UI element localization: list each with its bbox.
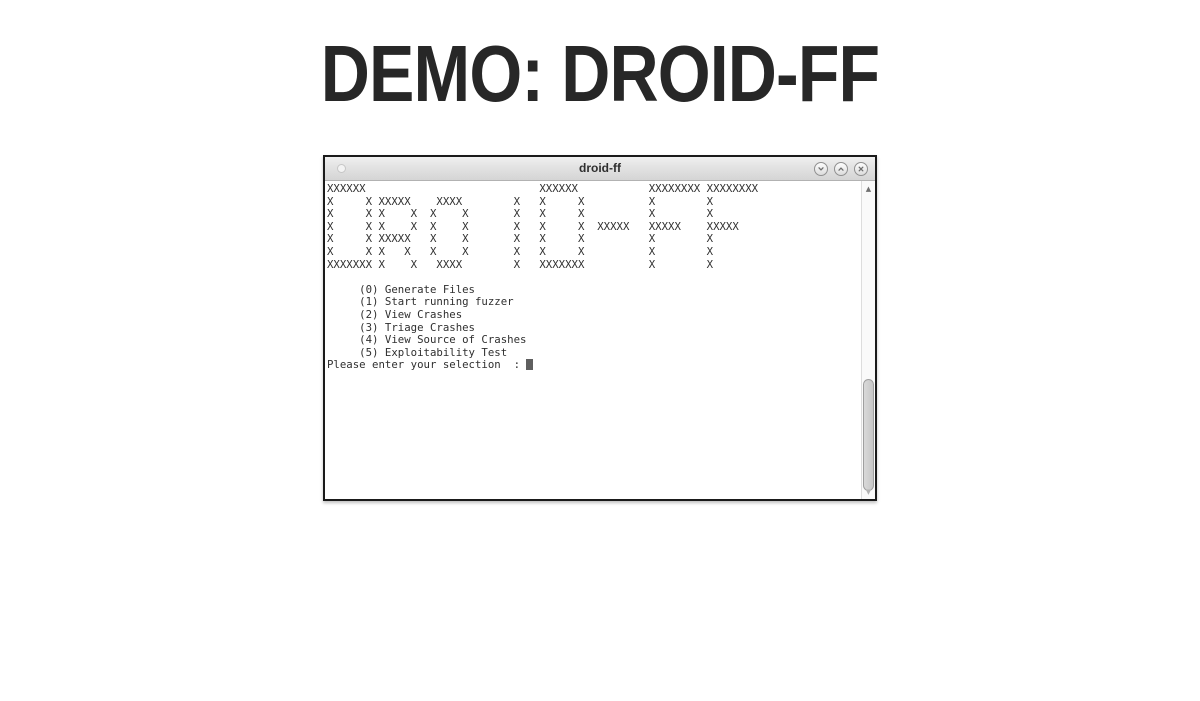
terminal-cursor[interactable]: [526, 359, 533, 371]
scrollbar[interactable]: ▲ ▼: [861, 181, 875, 499]
window-controls: [814, 162, 868, 176]
ascii-banner-line: X X XXXXX XXXX X X X X X: [327, 194, 714, 208]
chevron-down-icon: [818, 167, 824, 171]
ascii-banner-line: XXXXXXX X X XXXX X XXXXXXX X X: [327, 257, 714, 271]
maximize-button[interactable]: [834, 162, 848, 176]
menu-item: (1) Start running fuzzer: [359, 295, 514, 309]
scroll-down-icon[interactable]: ▼: [865, 488, 872, 496]
slide-title: DEMO: DROID-FF: [320, 29, 880, 118]
terminal-prompt-line[interactable]: Please enter your selection :: [327, 359, 861, 372]
ascii-banner-line: X X X X X X X X X X X: [327, 207, 714, 221]
menu-item: (4) View Source of Crashes: [359, 333, 527, 347]
close-button[interactable]: [854, 162, 868, 176]
minimize-button[interactable]: [814, 162, 828, 176]
ascii-banner-line: X X XXXXX X X X X X X X: [327, 232, 714, 246]
terminal-window: droid-ff XXXXXX XXXXXX XXXXXXXX XXXXXXXX…: [323, 155, 877, 501]
chevron-up-icon: [838, 167, 844, 171]
ascii-banner-line: XXXXXX XXXXXX XXXXXXXX XXXXXXXX: [327, 182, 759, 195]
terminal-prompt: Please enter your selection :: [327, 358, 527, 372]
window-menu-icon[interactable]: [337, 164, 346, 173]
blank-line: [327, 271, 861, 284]
menu-item: (5) Exploitability Test: [359, 345, 508, 359]
titlebar[interactable]: droid-ff: [325, 157, 875, 181]
scrollbar-thumb[interactable]: [863, 379, 874, 491]
window-title: droid-ff: [579, 161, 621, 175]
ascii-banner-line: X X X X X X X X X X X: [327, 244, 714, 258]
scroll-up-icon[interactable]: ▲: [865, 185, 872, 193]
ascii-banner-line: X X X X X X X X X XXXXX XXXXX XXXXX: [327, 219, 739, 233]
menu-item: (2) View Crashes: [359, 307, 463, 321]
menu-item: (0) Generate Files: [359, 282, 475, 296]
menu-item: (3) Triage Crashes: [359, 320, 475, 334]
close-icon: [858, 166, 864, 172]
